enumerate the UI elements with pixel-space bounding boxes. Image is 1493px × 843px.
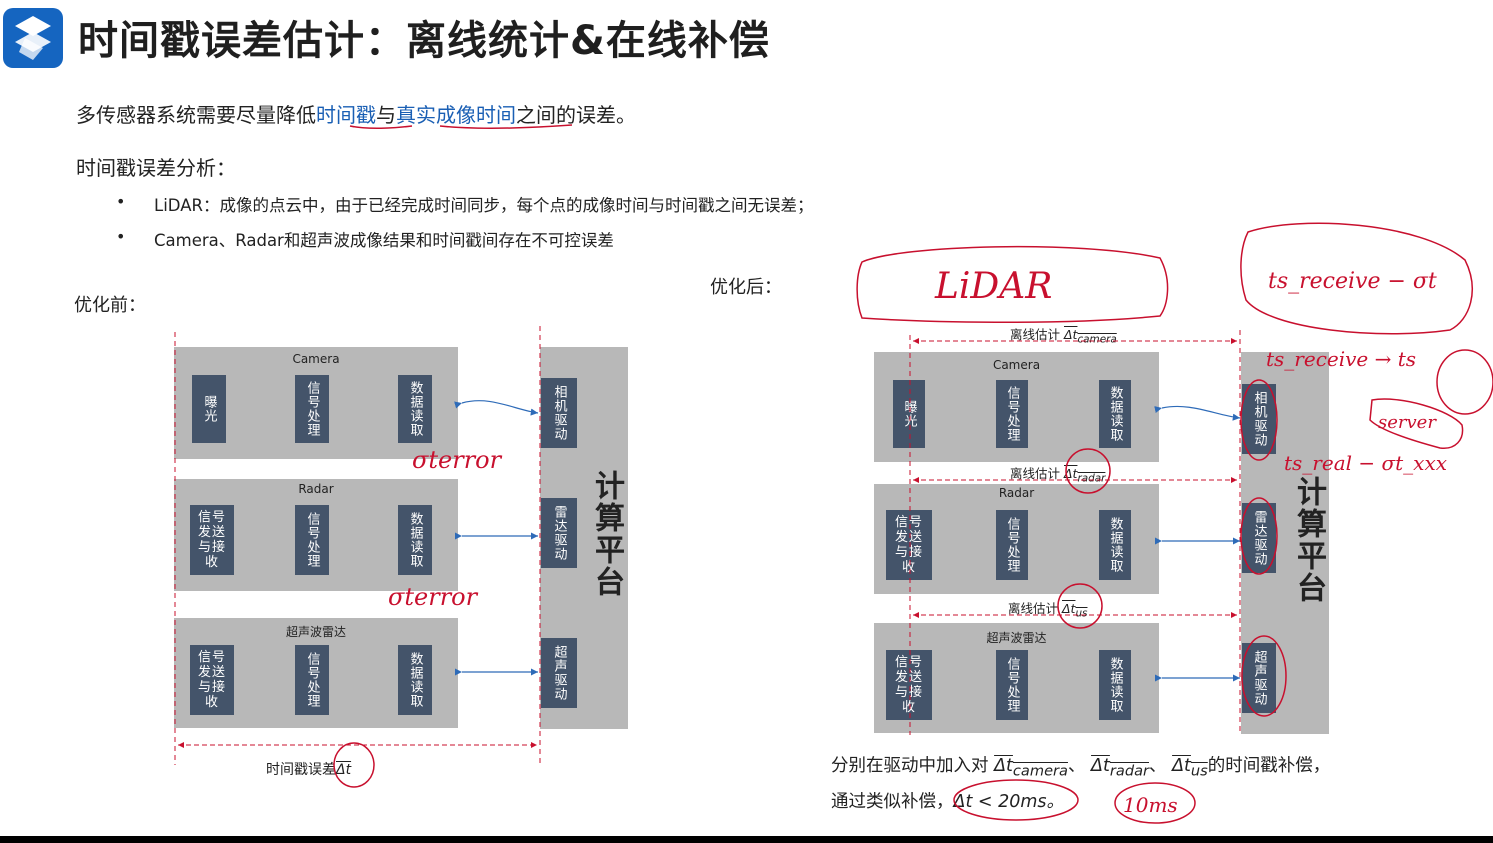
company-logo bbox=[3, 8, 63, 68]
before-radar-signal-processing: 信号处理 bbox=[295, 505, 329, 575]
analysis-heading: 时间戳误差分析： bbox=[76, 156, 236, 180]
before-radar-data-read: 数据读取 bbox=[398, 505, 432, 575]
after-bottom-line2: 通过类似补偿，Δt < 20ms。 bbox=[831, 788, 1064, 813]
underline-timestamp bbox=[349, 125, 413, 130]
radar-subscript: radar bbox=[1109, 762, 1149, 780]
before-radar-title: Radar bbox=[298, 482, 334, 496]
after-bottom-line1: 分别在驱动中加入对 Δtcamera、 Δtradar、 Δtus的时间戳补偿， bbox=[831, 752, 1330, 780]
intro-suffix: 之间的误差。 bbox=[516, 103, 636, 127]
before-label: 优化前： bbox=[74, 295, 146, 316]
before-platform-label: 计算平台 bbox=[589, 470, 624, 598]
after-camera-signal-processing: 信号处理 bbox=[996, 380, 1028, 448]
intro-prefix: 多传感器系统需要尽量降低 bbox=[76, 103, 316, 127]
bottom-term-us: Δtus bbox=[1172, 756, 1208, 780]
intro-connector: 与 bbox=[376, 103, 396, 127]
intro-term-real-time: 真实成像时间 bbox=[396, 103, 516, 127]
camera-subscript: camera bbox=[1012, 762, 1068, 780]
annotation-ts-real: ts_real − σt_xxx bbox=[1284, 451, 1447, 475]
bottom-line1-prefix: 分别在驱动中加入对 bbox=[831, 756, 989, 776]
before-camera-driver: 相机驱动 bbox=[541, 378, 577, 448]
bullet-marker: • bbox=[116, 227, 126, 246]
annotation-ten-ms: 10ms bbox=[1123, 793, 1178, 817]
after-camera-exposure: 曝光 bbox=[893, 380, 925, 448]
server-box bbox=[1369, 398, 1464, 449]
intro-term-timestamp: 时间戳 bbox=[316, 103, 376, 127]
before-radar-tx-rx: 信号发送与接收 bbox=[190, 505, 234, 575]
before-camera-exposure: 曝光 bbox=[192, 375, 226, 443]
before-error-caption-text: 时间戳误差 bbox=[266, 762, 336, 778]
after-platform-label: 计算平台 bbox=[1291, 476, 1326, 604]
before-radar-driver: 雷达驱动 bbox=[541, 498, 577, 568]
annotation-error-radar: σterror bbox=[388, 583, 479, 611]
separator: 、 bbox=[1149, 756, 1167, 776]
delta-t-symbol: Δt bbox=[994, 756, 1013, 776]
before-ultrasonic-tx-rx: 信号发送与接收 bbox=[190, 645, 234, 715]
bottom-formula-circle bbox=[953, 779, 1079, 821]
bullet-lidar: LiDAR：成像的点云中，由于已经完成时间同步，每个点的成像时间与时间戳之间无误… bbox=[154, 196, 814, 215]
underline-real-time bbox=[439, 124, 573, 129]
after-ultrasonic-tx-rx: 信号发送与接收 bbox=[886, 650, 932, 720]
before-camera-data-read: 数据读取 bbox=[398, 375, 432, 443]
after-radar-title: Radar bbox=[998, 486, 1035, 500]
after-label: 优化后： bbox=[710, 277, 782, 298]
bottom-term-camera: Δtcamera bbox=[994, 756, 1068, 780]
bullet-marker: • bbox=[116, 192, 126, 211]
after-ultrasonic-title: 超声波雷达 bbox=[986, 631, 1047, 645]
after-us-driver-circle bbox=[1241, 635, 1287, 717]
annotation-error-camera: σterror bbox=[412, 446, 503, 474]
separator: 、 bbox=[1067, 756, 1086, 776]
before-ultrasonic-data-read: 数据读取 bbox=[398, 645, 432, 715]
bottom-line2-prefix: 通过类似补偿， bbox=[831, 792, 954, 812]
annotation-ts-receive-arrow: ts_receive → ts bbox=[1266, 347, 1416, 371]
after-radar-data-read: 数据读取 bbox=[1099, 510, 1131, 580]
before-error-caption: 时间戳误差Δt bbox=[266, 759, 351, 779]
after-camera-driver: 相机驱动 bbox=[1242, 384, 1276, 454]
ts-circle bbox=[1436, 349, 1493, 415]
after-ultrasonic-signal-processing: 信号处理 bbox=[996, 650, 1028, 720]
page-title: 时间戳误差估计：离线统计&在线补偿 bbox=[78, 18, 770, 64]
before-error-circle bbox=[333, 742, 375, 788]
after-camera-driver-circle bbox=[1240, 379, 1278, 461]
after-ultrasonic-data-read: 数据读取 bbox=[1099, 650, 1131, 720]
after-us-circle bbox=[1057, 583, 1103, 629]
us-subscript: us bbox=[1190, 762, 1208, 780]
bottom-line2-formula: Δt < 20ms。 bbox=[953, 792, 1065, 812]
ts-receive-box bbox=[1240, 222, 1473, 335]
bullet-camera-radar: Camera、Radar和超声波成像结果和时间戳间存在不可控误差 bbox=[154, 231, 614, 250]
after-radar-driver: 雷达驱动 bbox=[1242, 503, 1276, 573]
bottom-term-radar: Δtradar bbox=[1091, 756, 1149, 780]
annotation-ts-receive: ts_receive − σt bbox=[1268, 269, 1437, 294]
delta-t-symbol: Δt bbox=[1091, 756, 1110, 776]
after-radar-circle bbox=[1065, 448, 1111, 494]
ten-ms-circle bbox=[1114, 782, 1196, 824]
after-camera-title: Camera bbox=[992, 358, 1041, 372]
lidar-box bbox=[856, 245, 1169, 324]
before-ultrasonic-title: 超声波雷达 bbox=[285, 625, 346, 639]
after-ultrasonic-driver: 超声驱动 bbox=[1242, 643, 1276, 713]
annotation-lidar: LiDAR bbox=[934, 266, 1052, 307]
after-radar-driver-circle bbox=[1240, 497, 1278, 575]
before-camera-signal-processing: 信号处理 bbox=[295, 375, 329, 443]
before-error-symbol: Δt bbox=[336, 762, 352, 778]
before-camera-arrow bbox=[454, 400, 539, 416]
bottom-line1-suffix: 的时间戳补偿， bbox=[1207, 756, 1331, 776]
before-ultrasonic-driver: 超声驱动 bbox=[541, 638, 577, 708]
after-camera-arrow bbox=[1154, 405, 1241, 421]
intro-text: 多传感器系统需要尽量降低时间戳与真实成像时间之间的误差。 bbox=[76, 99, 636, 128]
bottom-bar bbox=[0, 836, 1493, 843]
before-camera-title: Camera bbox=[292, 352, 340, 366]
after-camera-data-read: 数据读取 bbox=[1099, 380, 1131, 448]
before-ultrasonic-signal-processing: 信号处理 bbox=[295, 645, 329, 715]
after-radar-signal-processing: 信号处理 bbox=[996, 510, 1028, 580]
after-radar-tx-rx: 信号发送与接收 bbox=[886, 510, 932, 580]
delta-t-symbol: Δt bbox=[1172, 756, 1191, 776]
annotation-server: server bbox=[1378, 412, 1437, 433]
